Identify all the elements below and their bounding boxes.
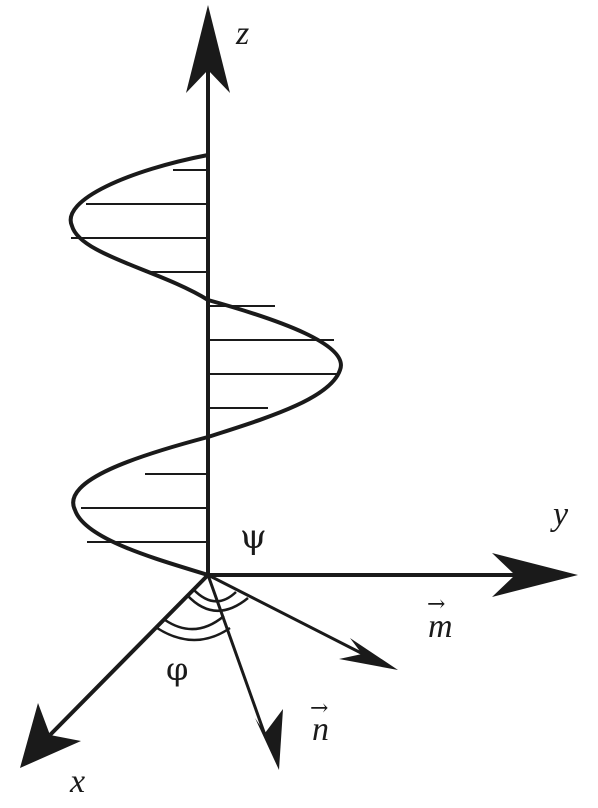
y-axis-label: y xyxy=(550,496,569,533)
phi-label: φ xyxy=(166,650,188,688)
y-axis xyxy=(208,553,578,597)
angle-arc-psi-outer xyxy=(186,594,249,612)
vector-m xyxy=(207,573,398,670)
vector-n xyxy=(206,574,283,770)
vector-m-arrow: → xyxy=(427,592,445,617)
x-axis xyxy=(20,573,210,768)
vector-m-label: m xyxy=(428,608,453,645)
wave-curve xyxy=(68,153,343,577)
x-axis-arrowhead xyxy=(20,703,81,768)
psi-label: ψ xyxy=(240,517,267,557)
vector-n-label: n xyxy=(312,711,329,748)
z-axis-arrowhead xyxy=(186,5,230,93)
vector-n-arrow: → xyxy=(310,696,328,721)
angle-arc-psi-inner xyxy=(192,588,237,603)
z-axis-label: z xyxy=(235,15,249,52)
vector-n-arrowhead xyxy=(255,709,283,770)
angle-arc-phi-outer xyxy=(156,626,231,642)
angle-arcs xyxy=(156,588,249,642)
y-axis-arrowhead xyxy=(492,553,578,597)
z-axis xyxy=(186,5,230,575)
x-axis-label: x xyxy=(69,763,85,800)
angle-arc-phi-inner xyxy=(164,615,225,631)
wave-hatching xyxy=(71,169,337,543)
vector-m-arrowhead xyxy=(339,638,398,670)
